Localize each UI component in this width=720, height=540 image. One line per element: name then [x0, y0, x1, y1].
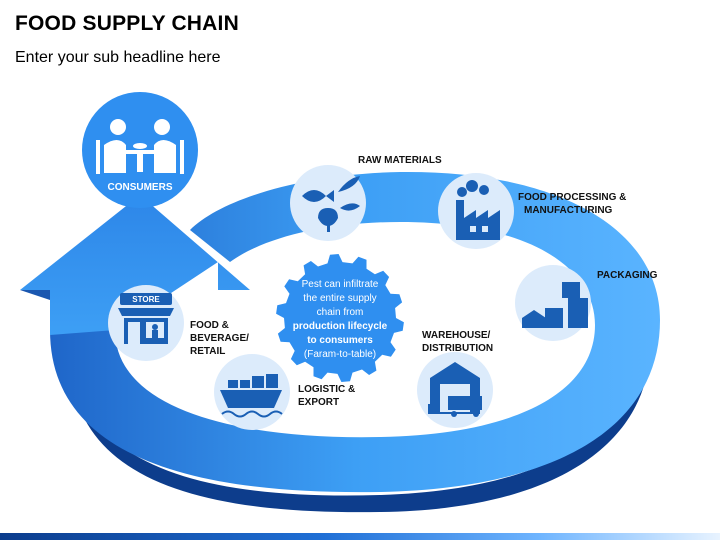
page-subtitle: Enter your sub headline here [15, 49, 221, 66]
center-gear: Pest can infiltrate the entire supply ch… [276, 254, 404, 382]
node-logistic[interactable]: LOGISTIC & EXPORT [214, 354, 355, 430]
node-logistic-label-1: LOGISTIC & [298, 384, 355, 395]
node-raw-materials[interactable]: RAW MATERIALS [290, 155, 442, 241]
ring-arrow [20, 195, 250, 335]
cargo-ship-icon [220, 374, 283, 418]
node-logistic-label-2: EXPORT [298, 397, 339, 408]
node-raw-label: RAW MATERIALS [358, 155, 442, 166]
center-line-5: to consumers [307, 335, 373, 346]
node-retail-label-2: BEVERAGE/ [190, 333, 249, 344]
node-processing-label-2: MANUFACTURING [524, 205, 613, 216]
dining-people-icon [96, 119, 184, 174]
center-line-3: chain from [317, 307, 364, 318]
footer-gradient-bar [0, 533, 720, 540]
node-processing-label-1: FOOD PROCESSING & [518, 192, 626, 203]
node-retail-label-1: FOOD & [190, 320, 229, 331]
ring-arrow-edge [20, 290, 50, 300]
node-consumers[interactable]: CONSUMERS [82, 92, 198, 208]
node-food-processing[interactable]: FOOD PROCESSING & MANUFACTURING [438, 173, 626, 249]
store-icon [118, 293, 174, 344]
gear-icon [276, 254, 404, 382]
node-warehouse-label-1: WAREHOUSE/ [422, 330, 491, 341]
boxes-icon [522, 282, 588, 328]
node-packaging[interactable]: PACKAGING [515, 265, 658, 341]
center-line-1: Pest can infiltrate [302, 279, 379, 290]
node-retail-label-3: RETAIL [190, 346, 225, 357]
center-line-6: (Faram-to-table) [304, 349, 376, 360]
node-packaging-label: PACKAGING [597, 270, 658, 281]
center-line-2: the entire supply [303, 293, 376, 304]
page-title: FOOD SUPPLY CHAIN [15, 12, 239, 35]
warehouse-truck-icon [428, 362, 482, 417]
factory-icon [456, 180, 500, 240]
node-consumers-label: CONSUMERS [107, 182, 172, 193]
node-retail[interactable]: STORE FOOD & BEVERAGE/ RETAIL [108, 285, 249, 361]
store-sign-text: STORE [132, 295, 160, 304]
node-warehouse[interactable]: WAREHOUSE/ DISTRIBUTION [417, 330, 493, 428]
center-line-4: production lifecycle [293, 321, 388, 332]
node-warehouse-label-2: DISTRIBUTION [422, 343, 493, 354]
fish-bird-leaf-icon [302, 176, 360, 232]
